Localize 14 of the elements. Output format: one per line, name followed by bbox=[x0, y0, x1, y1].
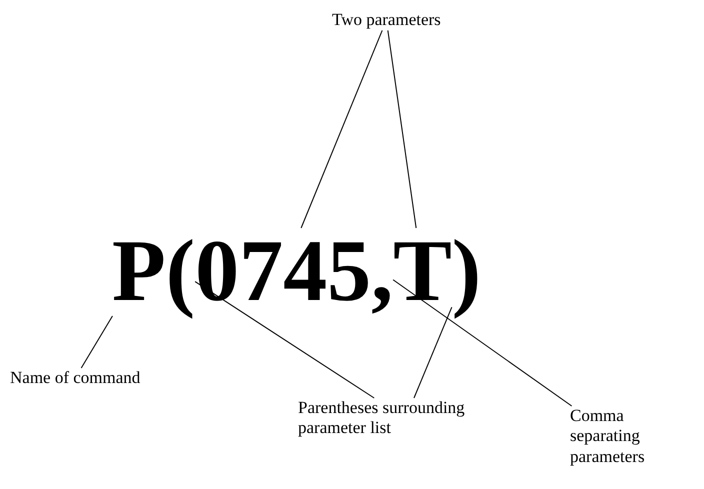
parameter: 0745 bbox=[195, 228, 372, 316]
leader-line bbox=[194, 281, 375, 398]
comma: , bbox=[371, 228, 394, 316]
annotation-label: Name of command bbox=[10, 368, 140, 388]
leader-line bbox=[80, 316, 113, 368]
leader-line bbox=[387, 30, 417, 228]
leader-line bbox=[414, 306, 452, 398]
leader-line bbox=[300, 30, 383, 228]
annotation-label: Parentheses surrounding parameter list bbox=[298, 398, 513, 439]
parameter: T bbox=[393, 228, 452, 316]
leader-line bbox=[392, 279, 572, 406]
command-letter: P bbox=[112, 228, 166, 316]
annotation-label: Two parameters bbox=[332, 10, 441, 30]
annotation-label: Comma separating parameters bbox=[570, 406, 660, 468]
